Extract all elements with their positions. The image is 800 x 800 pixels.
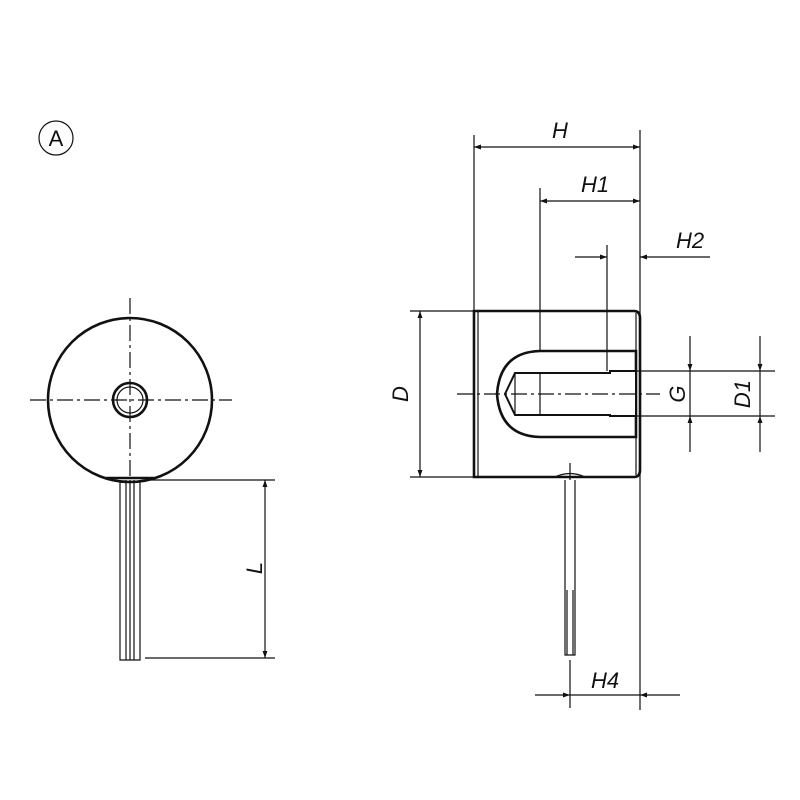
dimension-d1: D1 xyxy=(730,336,763,452)
svg-text:D: D xyxy=(388,386,413,402)
svg-text:A: A xyxy=(49,126,64,151)
svg-text:G: G xyxy=(665,385,690,402)
dimension-l: L xyxy=(145,479,275,659)
dimension-h2: H2 xyxy=(575,228,710,260)
view-label-a: A xyxy=(38,120,74,156)
dimension-d: D xyxy=(388,311,423,477)
svg-text:D1: D1 xyxy=(730,380,755,408)
svg-text:L: L xyxy=(242,562,267,574)
dimension-h: H xyxy=(474,118,640,150)
svg-text:H: H xyxy=(552,118,568,143)
dimension-g: G xyxy=(665,336,693,452)
dimension-h1: H1 xyxy=(540,172,640,204)
svg-text:H4: H4 xyxy=(591,668,619,693)
svg-text:H1: H1 xyxy=(581,172,609,197)
extension-lines xyxy=(410,130,775,710)
front-view xyxy=(30,298,232,661)
dimension-h4: H4 xyxy=(535,668,680,698)
side-section-view xyxy=(457,309,660,656)
svg-text:H2: H2 xyxy=(676,228,704,253)
